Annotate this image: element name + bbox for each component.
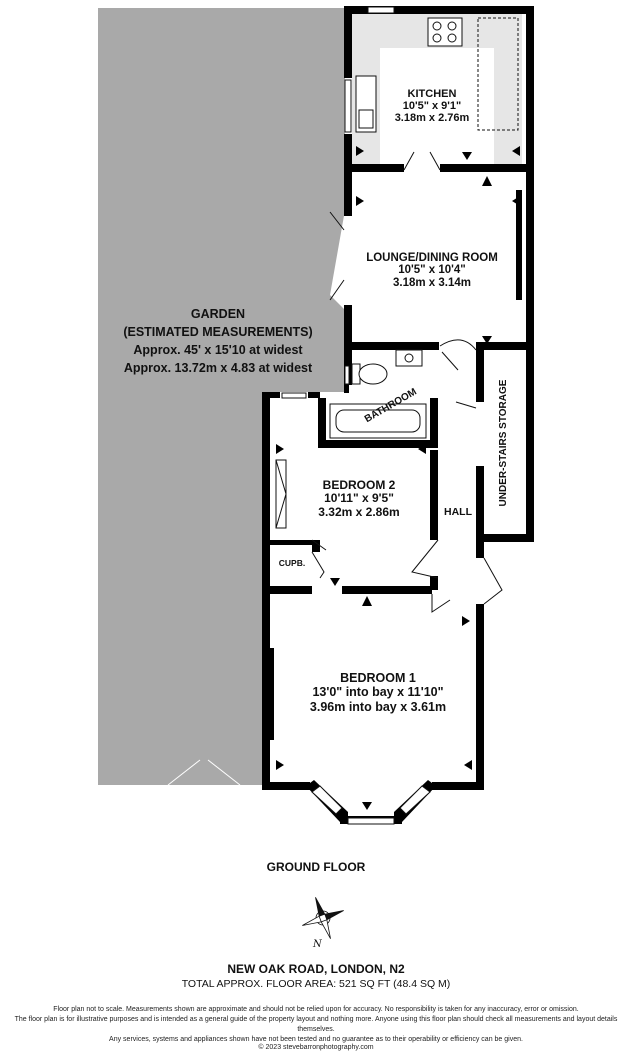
bedroom2-metric: 3.32m x 2.86m [318, 505, 399, 519]
garden-label: GARDEN [191, 307, 245, 321]
floor-area: TOTAL APPROX. FLOOR AREA: 521 SQ FT (48.… [181, 978, 451, 990]
compass-north-label: N [312, 939, 323, 950]
floor-title: GROUND FLOOR [266, 860, 366, 874]
doors [311, 151, 503, 613]
garden-area [98, 8, 345, 785]
lounge-label: LOUNGE/DINING ROOM [366, 252, 498, 264]
dimension-arrows [276, 146, 520, 810]
kitchen-metric: 3.18m x 2.76m [395, 112, 470, 124]
toilet [351, 363, 388, 385]
bedroom2-imperial: 10'11" x 9'5" [324, 491, 394, 505]
windows [281, 6, 431, 825]
bedroom1-imperial: 13'0" into bay x 11'10" [312, 685, 443, 699]
fridge-freezer [477, 17, 519, 131]
kitchen-sink [355, 75, 377, 133]
storage-label: UNDER-STAIRS STORAGE [498, 379, 509, 506]
wardrobe [275, 459, 287, 529]
hob [427, 17, 463, 47]
bedroom2-label: BEDROOM 2 [323, 478, 396, 492]
disclaimer-line-3: Any services, systems and appliances sho… [109, 1036, 523, 1043]
disclaimer-line-2: The floor plan is for illustrative purpo… [14, 1016, 618, 1033]
photographer-credit: © 2023 stevebarronphotography.com [258, 1044, 374, 1051]
basin [395, 349, 423, 367]
kitchen-label: KITCHEN [408, 88, 457, 100]
bedroom1-metric: 3.96m into bay x 3.61m [310, 700, 446, 714]
disclaimer: Floor plan not to scale. Measurements sh… [0, 1005, 632, 1045]
cupboard-label: CUPB. [279, 558, 305, 568]
disclaimer-line-1: Floor plan not to scale. Measurements sh… [53, 1006, 579, 1013]
compass-icon: N [302, 897, 344, 950]
bedroom1-label: BEDROOM 1 [340, 671, 416, 685]
property-address: NEW OAK ROAD, LONDON, N2 [227, 962, 405, 976]
garden-sub-label: (ESTIMATED MEASUREMENTS) [123, 325, 312, 339]
lounge-metric: 3.18m x 3.14m [393, 277, 471, 289]
lounge-imperial: 10'5" x 10'4" [398, 264, 466, 276]
garden-doors [167, 759, 241, 786]
garden-metric: Approx. 13.72m x 4.83 at widest [124, 361, 313, 375]
kitchen-imperial: 10'5" x 9'1" [403, 100, 461, 112]
garden-imperial: Approx. 45' x 15'10 at widest [133, 343, 303, 357]
floor-plan: GARDEN (ESTIMATED MEASUREMENTS) Approx. … [98, 6, 534, 825]
hall-label: HALL [444, 506, 473, 518]
